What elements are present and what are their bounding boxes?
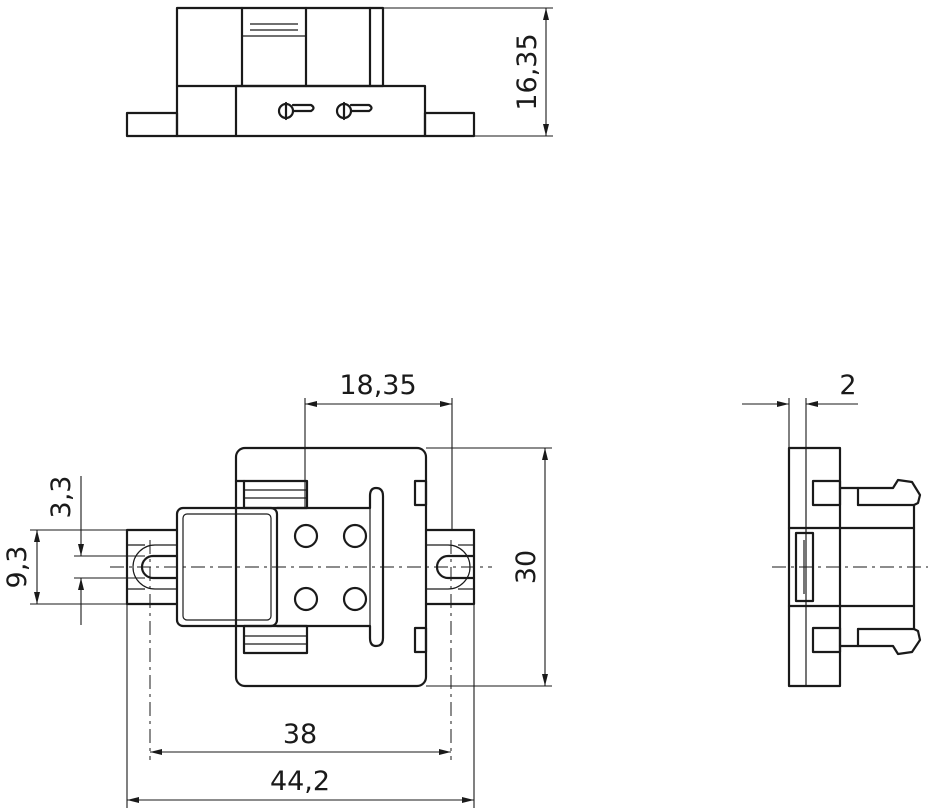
dim-hole-pitch: 38 xyxy=(283,719,317,750)
pin-hole xyxy=(342,523,368,549)
dim-center-width: 18,35 xyxy=(339,370,416,401)
dim-slot-span: 9,3 xyxy=(2,546,33,589)
upper-clip xyxy=(242,479,309,510)
pin-hole xyxy=(293,586,319,612)
top-view: 16,35 xyxy=(125,6,553,138)
top-base-block xyxy=(234,84,427,138)
dim-slot-offset: 3,3 xyxy=(46,476,77,519)
pin-hole xyxy=(342,586,368,612)
top-right-flange xyxy=(423,111,476,138)
front-view: 18,35 30 3,3 9,3 38 44,2 xyxy=(2,370,552,808)
dim-top-height: 16,35 xyxy=(512,33,543,110)
right-latch-top xyxy=(413,479,428,507)
pin-hole xyxy=(293,523,319,549)
right-latch-bottom xyxy=(413,626,428,654)
top-left-flange xyxy=(125,111,179,138)
pin-right xyxy=(335,101,373,121)
dim-body-height: 30 xyxy=(511,550,542,584)
dim-overall-width: 44,2 xyxy=(270,766,330,797)
top-body xyxy=(175,6,385,88)
dim-side-thickness: 2 xyxy=(839,370,856,401)
pin-left xyxy=(277,101,315,121)
side-view: 2 xyxy=(742,370,928,688)
lower-clip xyxy=(242,624,309,655)
